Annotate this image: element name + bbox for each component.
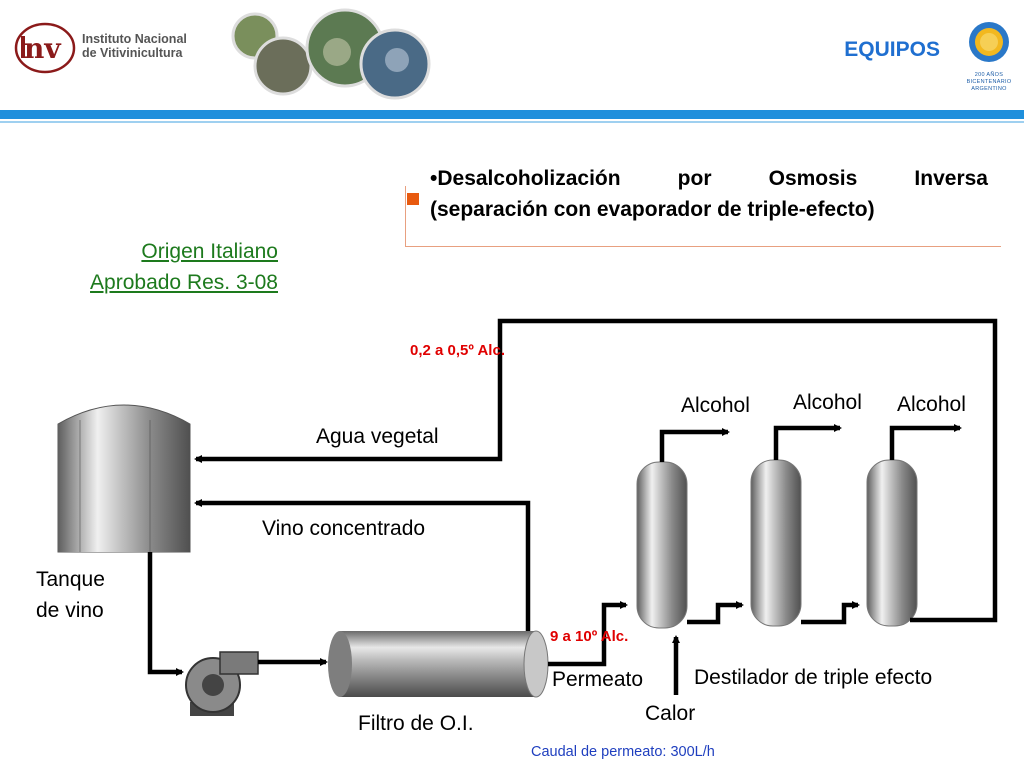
pipe-agua-vegetal	[194, 318, 998, 623]
bullet-square	[407, 193, 419, 205]
logo-text: Instituto Nacional de Vitivinicultura	[82, 32, 187, 60]
seal-line-1: 200 AÑOS	[974, 72, 1004, 78]
bicentenario-seal-icon	[969, 22, 1009, 62]
pipe-vino-concentrado	[194, 499, 531, 631]
tank-label-2: de vino	[36, 599, 104, 622]
alcohol-label-3: Alcohol	[897, 393, 966, 416]
oi-filter	[328, 630, 549, 698]
wine-tank	[57, 404, 191, 553]
origin-line-1: Origen Italiano	[141, 240, 278, 263]
header-divider	[0, 110, 1024, 119]
distiller-column-3	[866, 459, 918, 627]
pipe-alcohol-3	[889, 424, 962, 460]
pipe-permeato	[548, 601, 628, 667]
distiller-column-2	[750, 459, 802, 627]
distiller-column-1	[636, 461, 688, 629]
seal-line-3: ARGENTINO	[971, 86, 1007, 92]
pipe-col2-to-col3	[801, 601, 860, 625]
alc-high-label: 9 a 10º Alc.	[550, 628, 629, 645]
permeato-label: Permeato	[552, 668, 644, 691]
pipe-col1-to-col2	[687, 601, 744, 625]
alc-low-label: 0,2 a 0,5º Alc.	[410, 342, 505, 359]
caption: Caudal de permeato: 300L/h	[531, 744, 715, 760]
seal-text: 200 AÑOS BICENTENARIO ARGENTINO	[958, 72, 1020, 93]
tank-label-1: Tanque	[36, 568, 105, 591]
alcohol-label-1: Alcohol	[681, 394, 750, 417]
seal-line-2: BICENTENARIO	[966, 79, 1012, 85]
header-divider-thin	[0, 121, 1024, 123]
origin-line-2: Aprobado Res. 3-08	[90, 271, 278, 294]
inv-logo: nv	[14, 22, 76, 74]
bullet-line-1: •Desalcoholización por Osmosis Inversa	[430, 167, 988, 190]
vino-concentrado-label: Vino concentrado	[262, 517, 426, 540]
filtro-label: Filtro de O.I.	[358, 712, 474, 735]
logo-line-2: de Vitivinicultura	[82, 46, 183, 60]
svg-text:nv: nv	[24, 32, 61, 65]
photo-collage	[231, 8, 431, 100]
pipe-alcohol-1	[659, 428, 730, 462]
pump-icon	[185, 651, 259, 716]
pipe-tank-to-pump	[147, 552, 184, 676]
page-title: EQUIPOS	[844, 38, 940, 61]
header: nv Instituto Nacional de Vitivinicultura…	[0, 0, 1024, 110]
bullet-hline	[405, 246, 1001, 247]
alcohol-label-2: Alcohol	[793, 391, 862, 414]
bullet-vline	[405, 186, 406, 246]
logo-line-1: Instituto Nacional	[82, 32, 187, 46]
calor-label: Calor	[645, 702, 696, 725]
bullet-line-2: (separación con evaporador de triple-efe…	[430, 198, 875, 221]
agua-vegetal-label: Agua vegetal	[316, 425, 439, 448]
destilador-label: Destilador de triple efecto	[694, 666, 933, 689]
pipe-alcohol-2	[773, 424, 842, 460]
